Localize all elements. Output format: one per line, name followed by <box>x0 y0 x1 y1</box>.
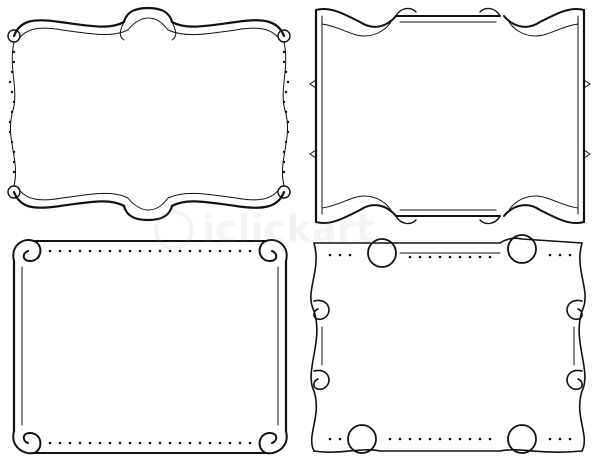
curl-corner-frame-art <box>12 239 288 455</box>
circle-corner-frame-art <box>310 234 586 454</box>
frame-top-right <box>300 0 600 231</box>
scroll-banner-frame-art <box>7 6 291 222</box>
frame-bottom-left <box>0 231 300 462</box>
swirl-corner-frame-art <box>309 7 591 225</box>
frame-top-left <box>0 0 300 231</box>
frame-bottom-right <box>300 231 600 462</box>
